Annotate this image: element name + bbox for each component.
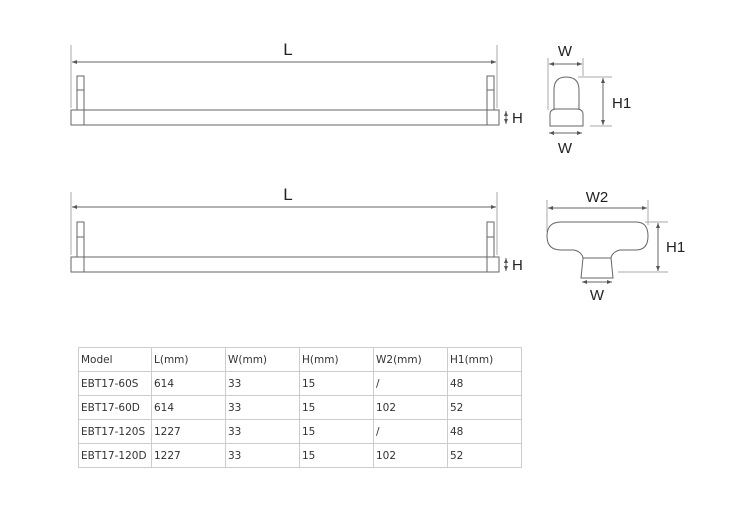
cell-width2: 102 xyxy=(373,395,448,420)
height1-label: H1 xyxy=(612,95,631,112)
spec-table: Model L(mm) W(mm) H(mm) W2(mm) H1(mm) EB… xyxy=(78,347,522,468)
cell-length: 614 xyxy=(151,395,226,420)
cell-height1: 48 xyxy=(447,419,522,444)
end-cap-left xyxy=(76,221,85,258)
batten-body xyxy=(70,109,500,126)
header-width: W(mm) xyxy=(225,347,300,372)
dome-profile xyxy=(553,76,580,110)
cell-length: 1227 xyxy=(151,419,226,444)
width-label-top: W xyxy=(558,43,573,60)
cell-width2: 102 xyxy=(373,443,448,468)
length-label: L xyxy=(283,40,292,59)
header-width2: W2(mm) xyxy=(373,347,448,372)
end-cap-right xyxy=(486,75,495,111)
cell-width: 33 xyxy=(225,419,300,444)
header-model: Model xyxy=(78,347,152,372)
cell-height1: 52 xyxy=(447,443,522,468)
twin-housing-profile xyxy=(546,221,649,259)
cell-width2: / xyxy=(373,371,448,396)
cell-length: 1227 xyxy=(151,443,226,468)
header-length: L(mm) xyxy=(151,347,226,372)
cell-model: EBT17-120S xyxy=(78,419,152,444)
cell-model: EBT17-120D xyxy=(78,443,152,468)
front-view-single: L H xyxy=(70,40,523,127)
cell-width2: / xyxy=(373,419,448,444)
cell-height1: 48 xyxy=(447,371,522,396)
end-cap-left xyxy=(76,75,85,111)
width2-label: W2 xyxy=(586,189,609,206)
header-height1: H1(mm) xyxy=(447,347,522,372)
header-height: H(mm) xyxy=(299,347,374,372)
front-view-double: L H xyxy=(70,185,523,274)
width-label-bottom: W xyxy=(558,140,573,157)
cell-width: 33 xyxy=(225,371,300,396)
length-label: L xyxy=(283,185,292,204)
cell-height: 15 xyxy=(299,443,374,468)
end-cap-right xyxy=(486,221,495,258)
cell-height: 15 xyxy=(299,419,374,444)
side-view-double: W2 H1 W xyxy=(546,189,685,304)
base-profile xyxy=(549,108,584,127)
cell-width: 33 xyxy=(225,443,300,468)
width-label-bottom: W xyxy=(590,287,605,304)
cell-length: 614 xyxy=(151,371,226,396)
batten-body xyxy=(70,256,500,273)
base-profile xyxy=(580,257,614,279)
cell-width: 33 xyxy=(225,395,300,420)
cell-model: EBT17-60D xyxy=(78,395,152,420)
cell-model: EBT17-60S xyxy=(78,371,152,396)
cell-height: 15 xyxy=(299,371,374,396)
table-header-row: Model L(mm) W(mm) H(mm) W2(mm) H1(mm) xyxy=(78,347,522,372)
height-label: H xyxy=(512,257,523,274)
cell-height1: 52 xyxy=(447,395,522,420)
height-label: H xyxy=(512,110,523,127)
height1-label: H1 xyxy=(666,239,685,256)
cell-height: 15 xyxy=(299,395,374,420)
side-view-single: W H1 W xyxy=(547,43,631,157)
